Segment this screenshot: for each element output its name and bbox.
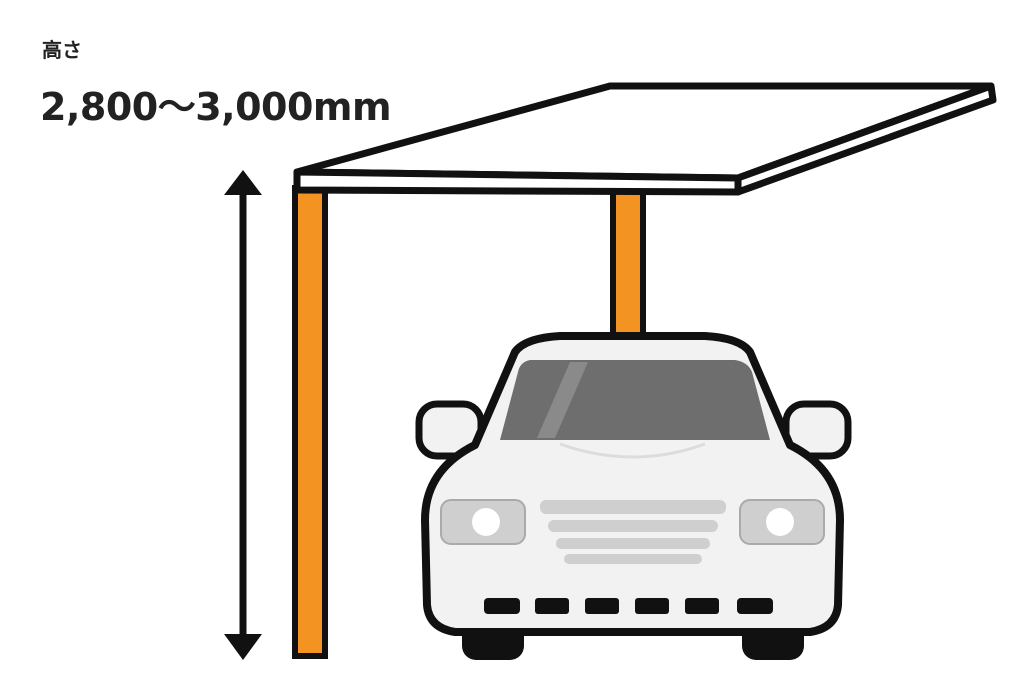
height-value: 2,800〜3,000mm (40, 85, 392, 129)
car-front-view-icon (415, 332, 852, 660)
rear-post (610, 185, 646, 341)
height-label: 高さ (42, 38, 82, 62)
front-post (292, 185, 328, 659)
height-dimension-arrow-icon (224, 170, 262, 660)
carport-roof (293, 82, 997, 196)
car-grille (540, 500, 726, 564)
bumper-vents (484, 598, 773, 614)
